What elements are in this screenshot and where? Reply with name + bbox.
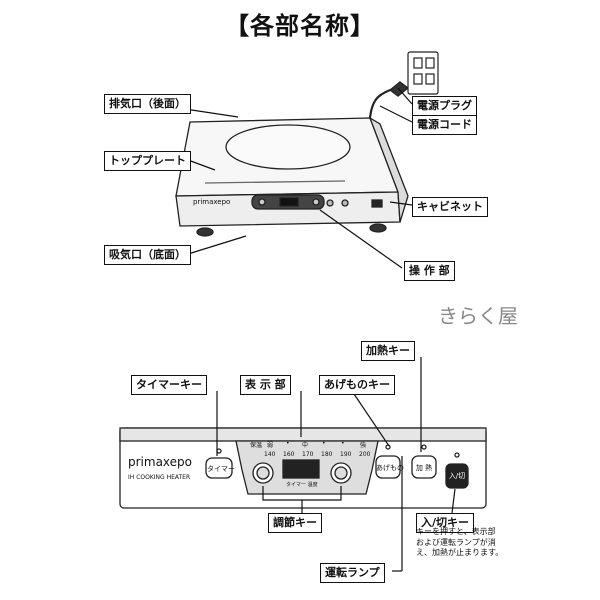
scale-top-4: • xyxy=(322,440,326,447)
panel-display xyxy=(282,459,320,479)
scale-top-5: • xyxy=(341,440,345,447)
timer-button-shape xyxy=(205,457,233,479)
label-exhaust: 排気口（後面） xyxy=(104,94,191,114)
scale-bottom-2: 160 xyxy=(283,451,295,458)
heat-button-shape xyxy=(411,455,437,479)
label-adjust-key: 調節キー xyxy=(268,513,322,533)
label-timer-key: タイマーキー xyxy=(131,375,207,395)
label-control: 操 作 部 xyxy=(404,261,455,281)
fry-button[interactable]: あげもの xyxy=(376,464,404,472)
panel-brand: primaxepo xyxy=(128,455,193,469)
power-button-shape xyxy=(445,463,469,489)
power-button-small xyxy=(371,199,383,208)
panel-subtitle: IH COOKING HEATER xyxy=(128,474,191,481)
top-leader-lines xyxy=(151,87,413,269)
label-cord: 電源コード xyxy=(412,115,477,135)
label-cabinet: キャビネット xyxy=(412,197,488,217)
panel-illustration xyxy=(119,427,487,509)
cooker-illustration xyxy=(175,81,410,237)
page-title: 【各部名称】 xyxy=(225,12,375,40)
display-caption: タイマー 温度 xyxy=(286,482,318,488)
heat-button[interactable]: 加 熱 xyxy=(415,464,433,472)
cooking-circle xyxy=(225,124,351,170)
scale-bottom-6: 200 xyxy=(359,451,371,458)
scale-top-3: 中 xyxy=(302,442,309,449)
power-button[interactable]: 入/切 xyxy=(448,472,466,480)
power-cord xyxy=(368,88,391,119)
label-plug: 電源プラグ xyxy=(412,96,477,116)
scale-top-2: • xyxy=(286,440,290,447)
scale-top-6: 強 xyxy=(360,442,367,449)
label-top-plate: トッププレート xyxy=(104,151,191,171)
label-run-lamp: 運転ランプ xyxy=(320,563,385,583)
label-intake: 吸気口（底面） xyxy=(104,245,191,265)
label-display: 表 示 部 xyxy=(240,375,291,395)
scale-bottom-3: 170 xyxy=(302,451,314,458)
scale-top-0: 保温 xyxy=(250,442,263,449)
label-fry-key: あげものキー xyxy=(319,375,395,395)
cabinet-side xyxy=(368,116,409,223)
label-heat-key: 加熱キー xyxy=(361,341,415,361)
scale-top-1: 弱 xyxy=(267,442,274,449)
fry-button-shape xyxy=(375,455,401,479)
scale-bottom-5: 190 xyxy=(340,451,352,458)
scale-bottom-1: 140 xyxy=(264,451,276,458)
brand-small: primaxepo xyxy=(193,198,231,206)
wall-outlet xyxy=(407,51,439,95)
timer-button[interactable]: タイマー xyxy=(207,465,235,473)
power-key-note: キーを押すと、表示部 および運転ランプが消 え、加熱が止まります。 xyxy=(416,527,504,557)
panel-leader-lines xyxy=(216,357,456,572)
scale-bottom-4: 180 xyxy=(321,451,333,458)
label-power-key: 入/切キー xyxy=(416,513,475,533)
watermark: きらく屋 xyxy=(438,304,518,328)
